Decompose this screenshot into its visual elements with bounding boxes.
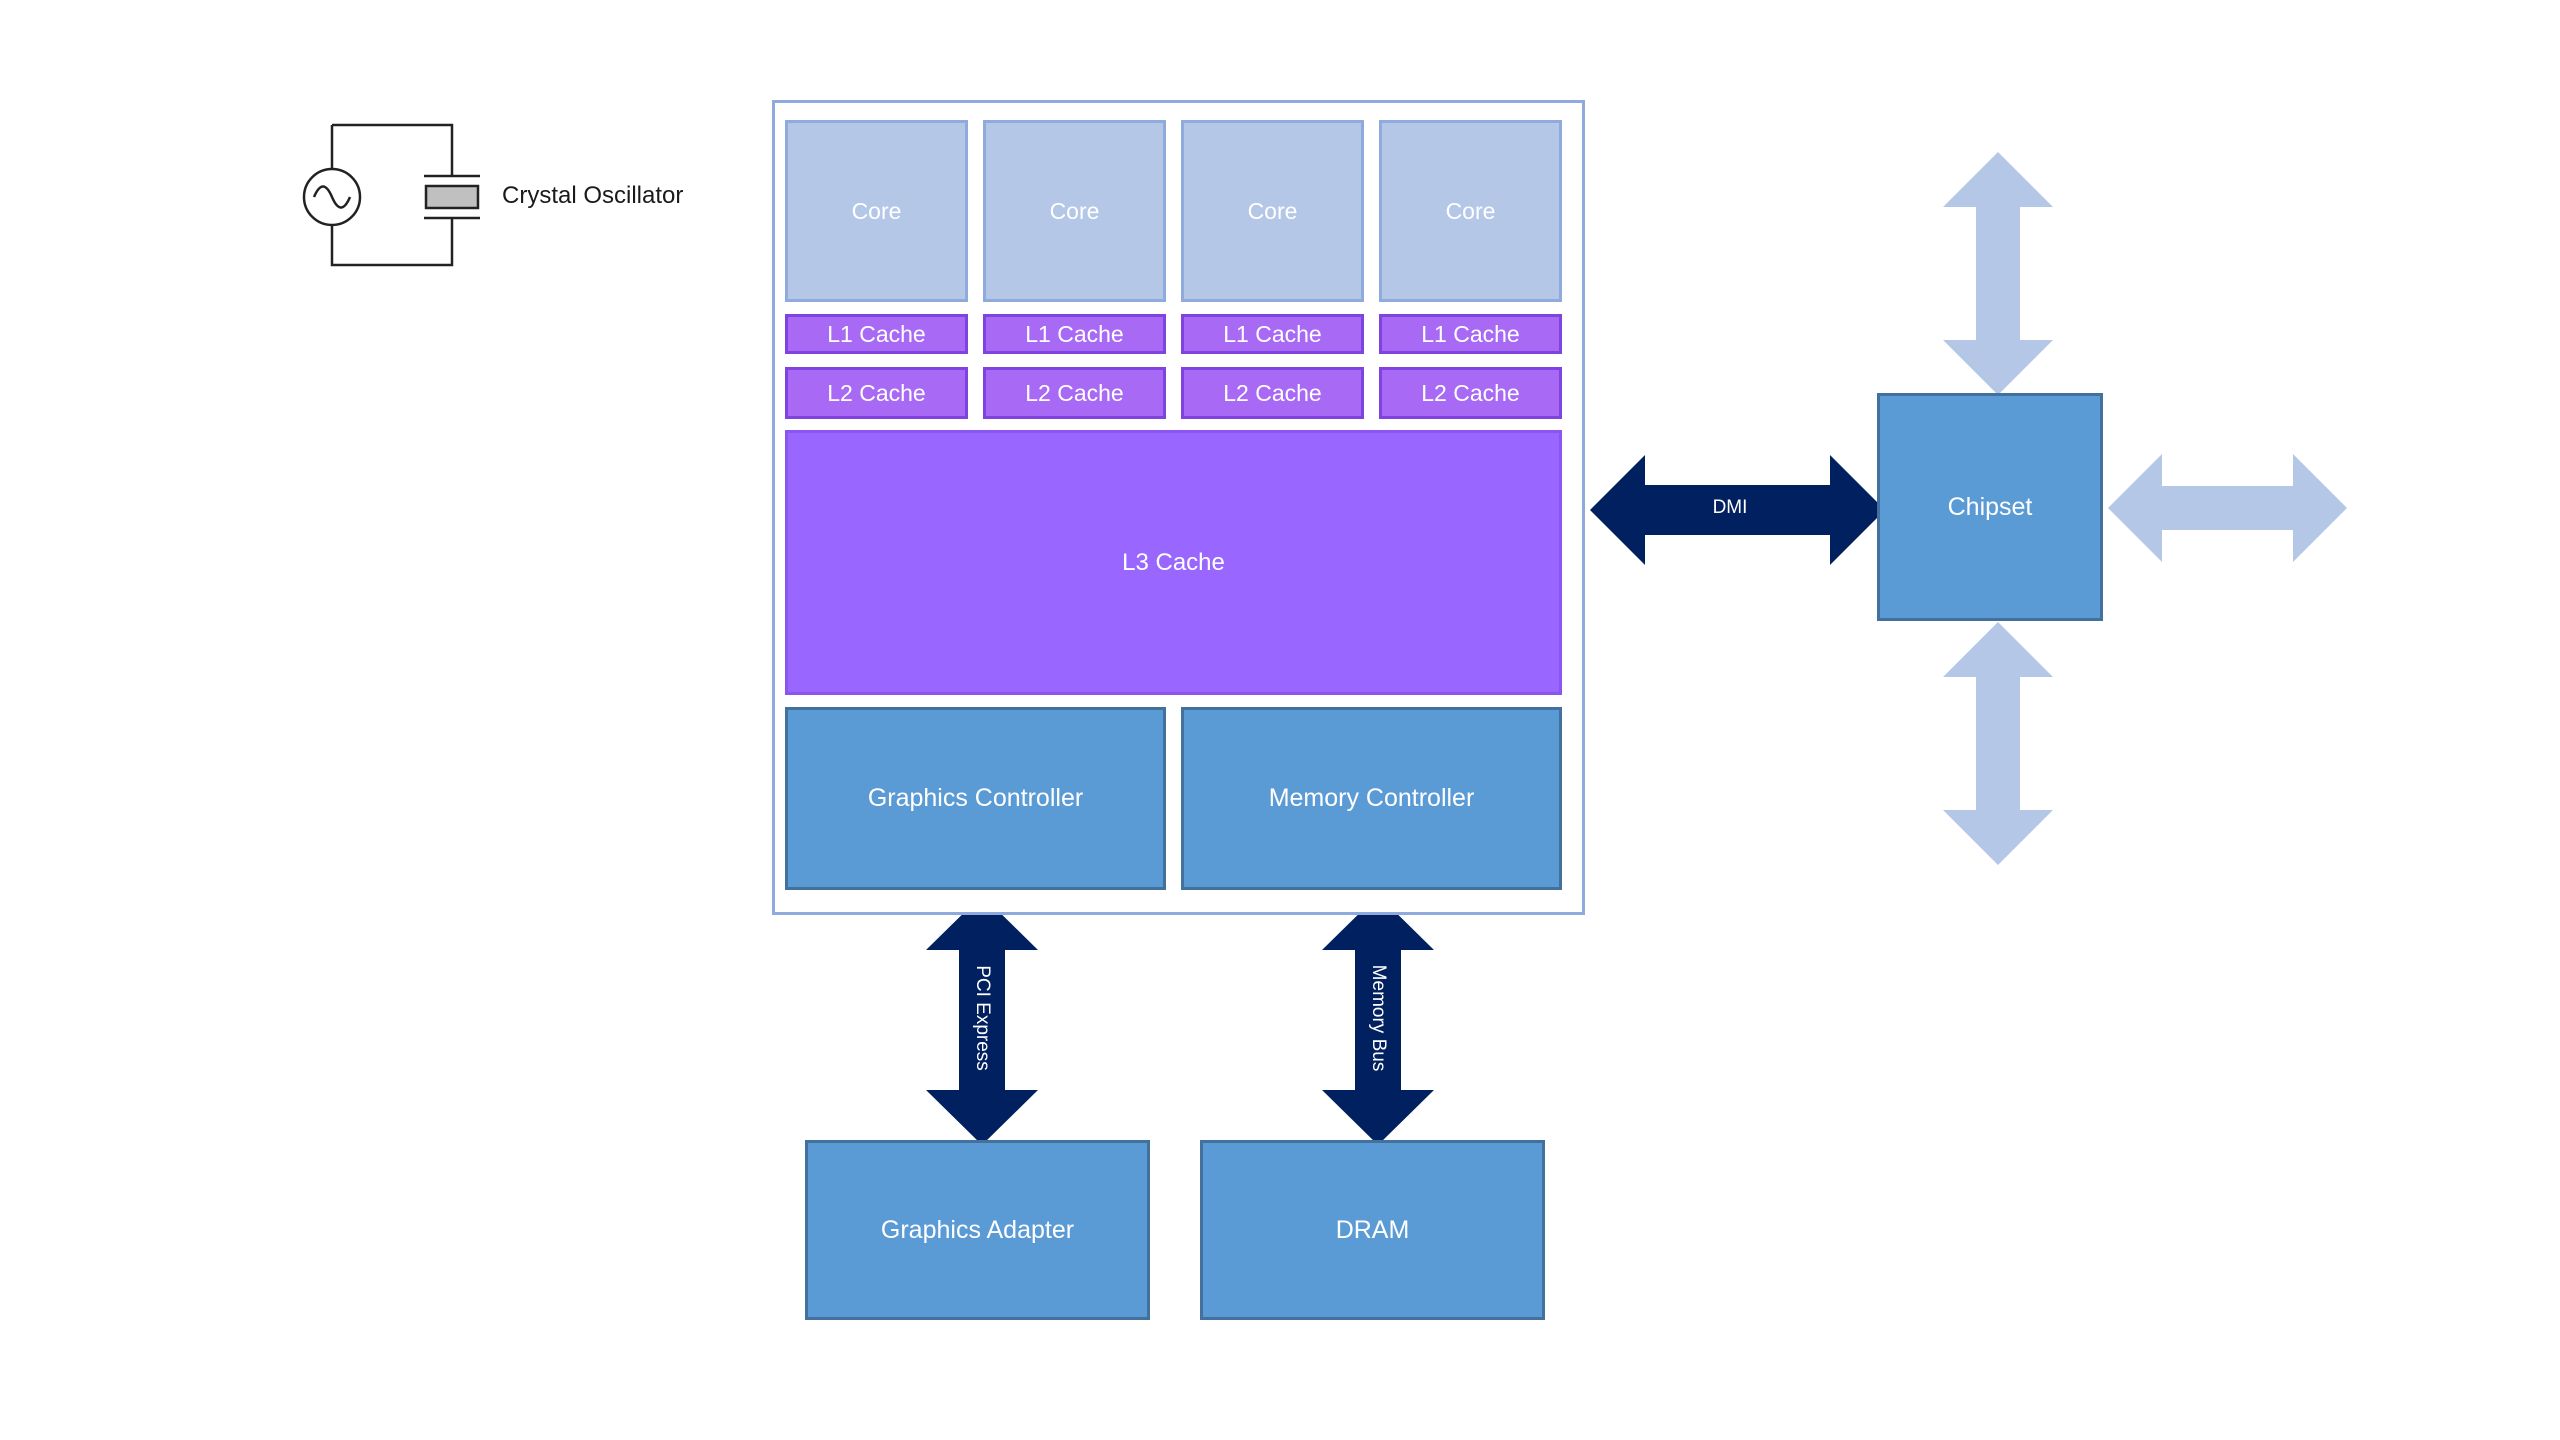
graphics-adapter: Graphics Adapter bbox=[805, 1140, 1150, 1320]
l2-cache-2: L2 Cache bbox=[983, 367, 1166, 419]
l1-cache-3: L1 Cache bbox=[1181, 314, 1364, 354]
chipset-right-arrow bbox=[2108, 454, 2347, 562]
graphics-controller: Graphics Controller bbox=[785, 707, 1166, 890]
core-2: Core bbox=[983, 120, 1166, 302]
pci-express-arrow bbox=[926, 895, 1038, 1145]
core-4: Core bbox=[1379, 120, 1562, 302]
crystal-oscillator-label: Crystal Oscillator bbox=[502, 182, 684, 209]
l2-cache-3: L2 Cache bbox=[1181, 367, 1364, 419]
l1-cache-2: L1 Cache bbox=[983, 314, 1166, 354]
pci-express-label: PCI Express bbox=[972, 965, 993, 1071]
dram: DRAM bbox=[1200, 1140, 1545, 1320]
chipset: Chipset bbox=[1877, 393, 2103, 621]
core-3: Core bbox=[1181, 120, 1364, 302]
dmi-label: DMI bbox=[1712, 497, 1748, 518]
dmi-arrow bbox=[1590, 455, 1885, 565]
l3-cache: L3 Cache bbox=[785, 430, 1562, 695]
memory-bus-label: Memory Bus bbox=[1368, 964, 1389, 1072]
chipset-down-arrow bbox=[1943, 622, 2053, 865]
l2-cache-4: L2 Cache bbox=[1379, 367, 1562, 419]
l1-cache-1: L1 Cache bbox=[785, 314, 968, 354]
chipset-up-arrow bbox=[1943, 152, 2053, 395]
memory-controller: Memory Controller bbox=[1181, 707, 1562, 890]
memory-bus-arrow bbox=[1322, 895, 1434, 1145]
l2-cache-1: L2 Cache bbox=[785, 367, 968, 419]
l1-cache-4: L1 Cache bbox=[1379, 314, 1562, 354]
core-1: Core bbox=[785, 120, 968, 302]
crystal-oscillator-symbol bbox=[302, 123, 480, 267]
